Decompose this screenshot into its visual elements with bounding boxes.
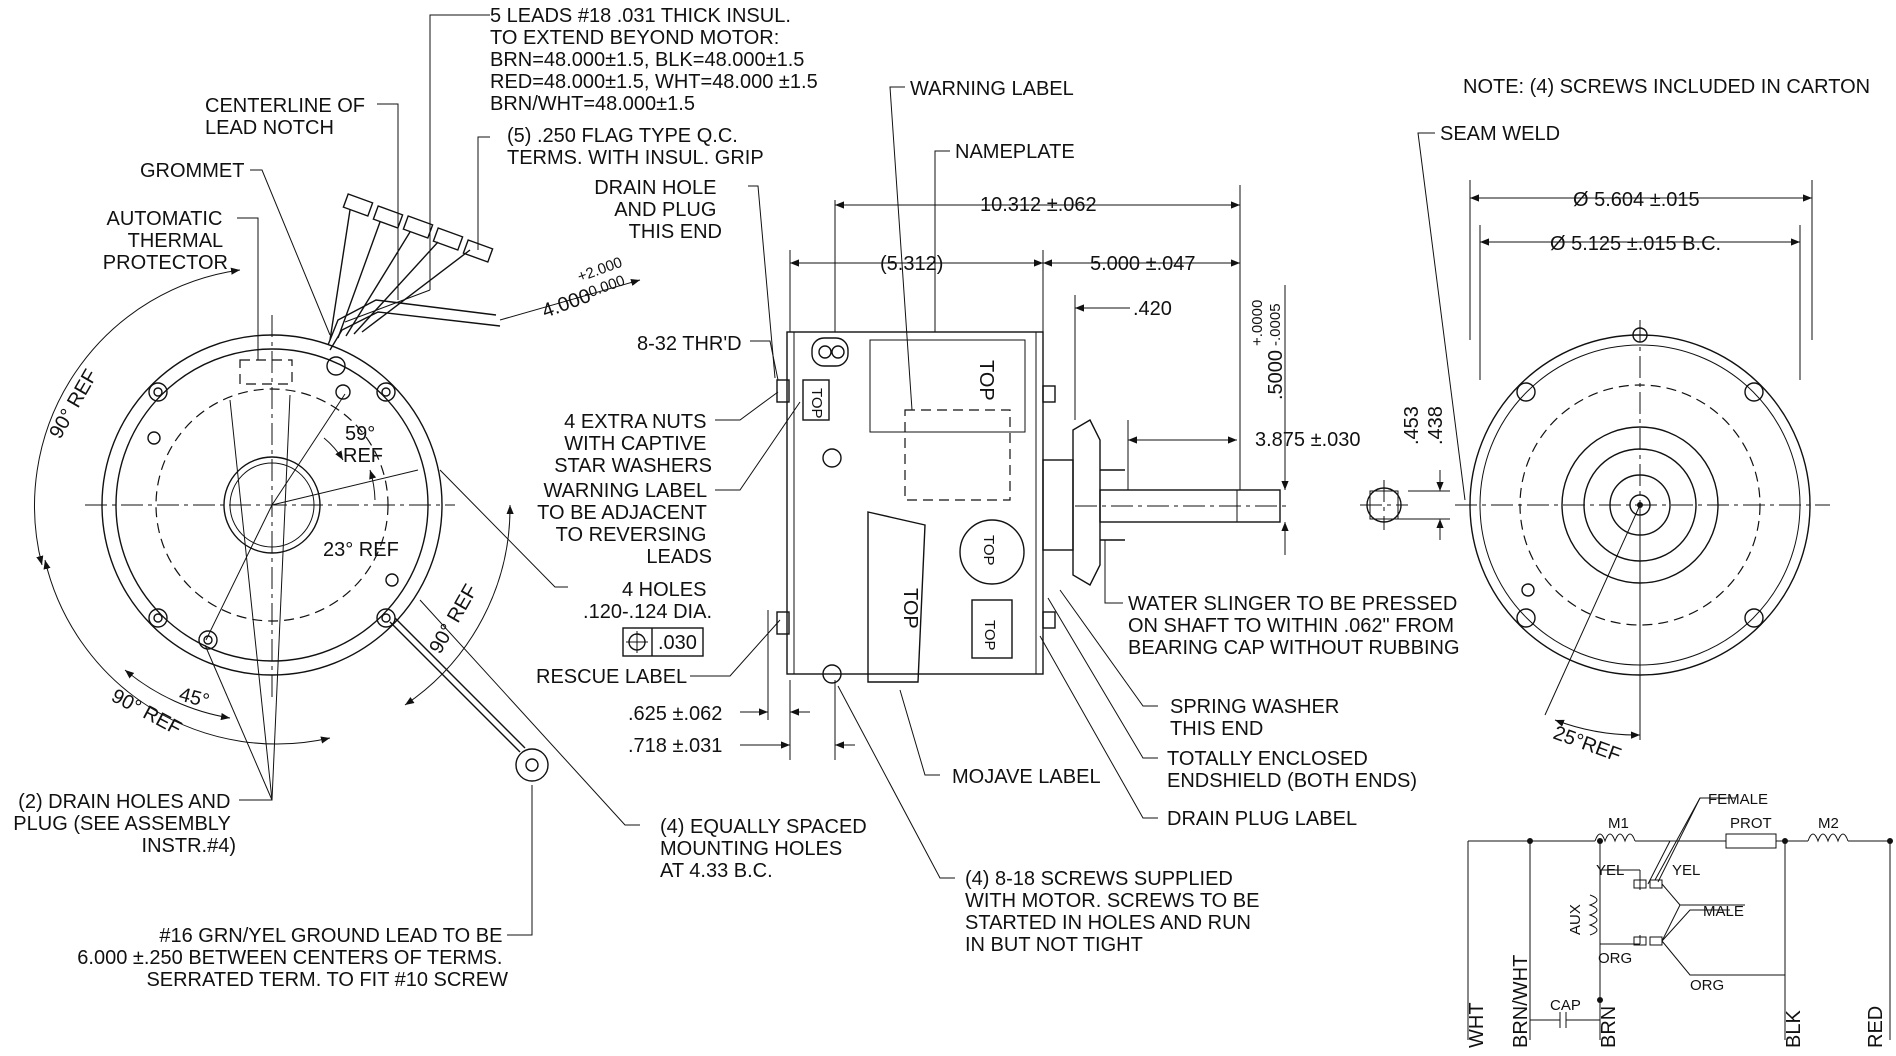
rescue-label-callout: RESCUE LABEL	[536, 666, 687, 688]
screws-note: (4) 8-18 SCREWS SUPPLIED WITH MOTOR. SCR…	[965, 868, 1265, 956]
angle-90-ref-b: 90° REF	[425, 581, 482, 658]
drain-holes-note: (2) DRAIN HOLES AND PLUG (SEE ASSEMBLY I…	[13, 791, 236, 857]
dim-10312: 10.312 ±.062	[980, 194, 1097, 216]
yel-left-label: YEL	[1596, 862, 1624, 879]
warning-label-callout: WARNING LABEL	[910, 78, 1074, 100]
drain-hole-plug-callout: DRAIN HOLE AND PLUG THIS END	[594, 177, 722, 243]
female-label: FEMALE	[1708, 791, 1768, 808]
dim-5125: Ø 5.125 ±.015 B.C.	[1550, 233, 1721, 255]
svg-text:+.0000: +.0000	[1249, 300, 1266, 346]
top-label-round: TOP	[980, 535, 997, 566]
totally-enclosed-note: TOTALLY ENCLOSED ENDSHIELD (BOTH ENDS)	[1167, 748, 1417, 792]
dim-718: .718 ±.031	[628, 735, 722, 757]
aux-label: AUX	[1567, 904, 1584, 935]
org-left-label: ORG	[1598, 950, 1632, 967]
four-holes-note: 4 HOLES .120-.124 DIA.	[583, 579, 712, 623]
spring-washer-note: SPRING WASHER THIS END	[1170, 696, 1345, 740]
org-right-label: ORG	[1690, 977, 1724, 994]
dim-3875: 3.875 ±.030	[1255, 429, 1361, 451]
tolerance-value: .030	[658, 632, 697, 654]
grommet-label: GROMMET	[140, 160, 244, 182]
angle-45-label: 45°	[177, 684, 212, 713]
dim-5312: (5.312)	[880, 253, 943, 275]
thread-label: 8-32 THR'D	[637, 333, 742, 355]
angle-25-label: 25°REF	[1550, 722, 1624, 767]
seam-weld-callout: SEAM WELD	[1440, 123, 1560, 145]
position-tolerance-box	[622, 627, 704, 657]
top-label-rect: TOP	[981, 620, 998, 651]
warning-label-adjacent-note: WARNING LABEL TO BE ADJACENT TO REVERSIN…	[537, 480, 712, 568]
wiring-schematic	[1467, 797, 1893, 1040]
dim-4000: 4.000 +2.000 -0.000	[539, 254, 627, 323]
screws-carton-note: NOTE: (4) SCREWS INCLUDED IN CARTON	[1463, 76, 1870, 98]
lead-brn-wht: BRN/WHT	[1510, 955, 1532, 1048]
dim-438: .438	[1425, 406, 1447, 445]
centerline-note: CENTERLINE OF LEAD NOTCH	[205, 95, 371, 139]
yel-right-label: YEL	[1672, 862, 1700, 879]
thermal-protector-label: AUTOMATIC THERMAL PROTECTOR	[103, 208, 228, 274]
drain-plug-label-callout: DRAIN PLUG LABEL	[1167, 808, 1357, 830]
angle-90-ref-c: 90° REF	[108, 685, 185, 740]
svg-text:.5000: .5000	[1265, 350, 1287, 400]
ground-lead-note: #16 GRN/YEL GROUND LEAD TO BE 6.000 ±.25…	[77, 925, 508, 991]
dim-420: .420	[1133, 298, 1172, 320]
lead-red: RED	[1865, 1006, 1887, 1048]
angle-59-label: 59° REF	[343, 423, 383, 467]
dim-shaft-dia: .5000 +.0000 -.0005	[1249, 300, 1287, 400]
water-slinger-note: WATER SLINGER TO BE PRESSED ON SHAFT TO …	[1128, 593, 1463, 659]
top-label-small: TOP	[808, 388, 825, 419]
right-end-view	[1360, 132, 1830, 740]
dim-5000: 5.000 ±.047	[1090, 253, 1196, 275]
mounting-holes-note: (4) EQUALLY SPACED MOUNTING HOLES AT 4.3…	[660, 816, 872, 882]
top-label-warning: TOP	[899, 588, 921, 629]
prot-label: PROT	[1730, 815, 1772, 832]
dim-625: .625 ±.062	[628, 703, 722, 725]
m2-label: M2	[1818, 815, 1839, 832]
svg-text:-.0005: -.0005	[1267, 303, 1284, 346]
top-label-nameplate: TOP	[975, 360, 997, 401]
angle-90-ref-a: 90° REF	[45, 366, 102, 443]
lead-wht: WHT	[1466, 1002, 1488, 1048]
m1-label: M1	[1608, 815, 1629, 832]
mojave-label-callout: MOJAVE LABEL	[952, 766, 1101, 788]
left-end-view	[34, 14, 641, 936]
dim-453: .453	[1401, 406, 1423, 445]
angle-23-label: 23° REF	[323, 539, 399, 561]
flag-terms-note: (5) .250 FLAG TYPE Q.C. TERMS. WITH INSU…	[507, 125, 764, 169]
male-label: MALE	[1703, 903, 1744, 920]
nameplate-callout: NAMEPLATE	[955, 141, 1075, 163]
lead-blk: BLK	[1783, 1010, 1805, 1048]
lead-brn: BRN	[1598, 1006, 1620, 1048]
cap-label: CAP	[1550, 997, 1581, 1014]
leads-note: 5 LEADS #18 .031 THICK INSUL. TO EXTEND …	[490, 5, 823, 115]
side-view	[622, 86, 1290, 879]
dim-5604: Ø 5.604 ±.015	[1573, 189, 1700, 211]
extra-nuts-note: 4 EXTRA NUTS WITH CAPTIVE STAR WASHERS	[554, 411, 712, 477]
